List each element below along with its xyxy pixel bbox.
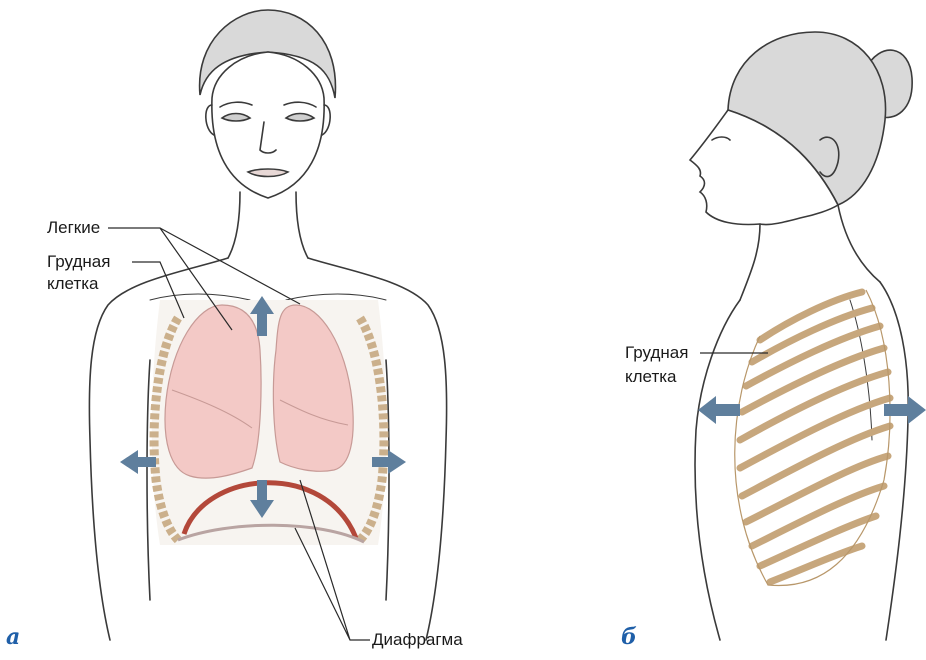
side-neck-back xyxy=(838,205,880,282)
front-collarbone-left xyxy=(150,294,250,300)
front-neck-left xyxy=(228,192,240,258)
rib-cage-right-label-line2: клетка xyxy=(625,366,677,388)
front-neck-right xyxy=(296,192,308,258)
rib-cage-right-label-line1: Грудная xyxy=(625,342,688,364)
rib-cage-left-label-line2: клетка xyxy=(47,273,99,295)
side-arrow-left-icon xyxy=(698,396,740,424)
side-neck-front xyxy=(740,224,760,300)
side-torso-back xyxy=(880,282,908,640)
side-arm-line xyxy=(850,300,872,440)
panel-letter-a: а xyxy=(6,624,20,650)
side-rib-cage xyxy=(740,292,890,582)
panel-letter-b: б xyxy=(621,624,637,650)
front-left-arm-inner xyxy=(147,360,150,600)
side-torso-front xyxy=(695,300,740,640)
lungs-label: Легкие xyxy=(47,217,100,239)
front-collarbone-right xyxy=(286,294,386,300)
rib-cage-left-label-line1: Грудная xyxy=(47,251,110,273)
front-mouth xyxy=(248,169,288,177)
front-figure xyxy=(89,10,446,640)
diaphragm-label: Диафрагма xyxy=(372,629,463,651)
